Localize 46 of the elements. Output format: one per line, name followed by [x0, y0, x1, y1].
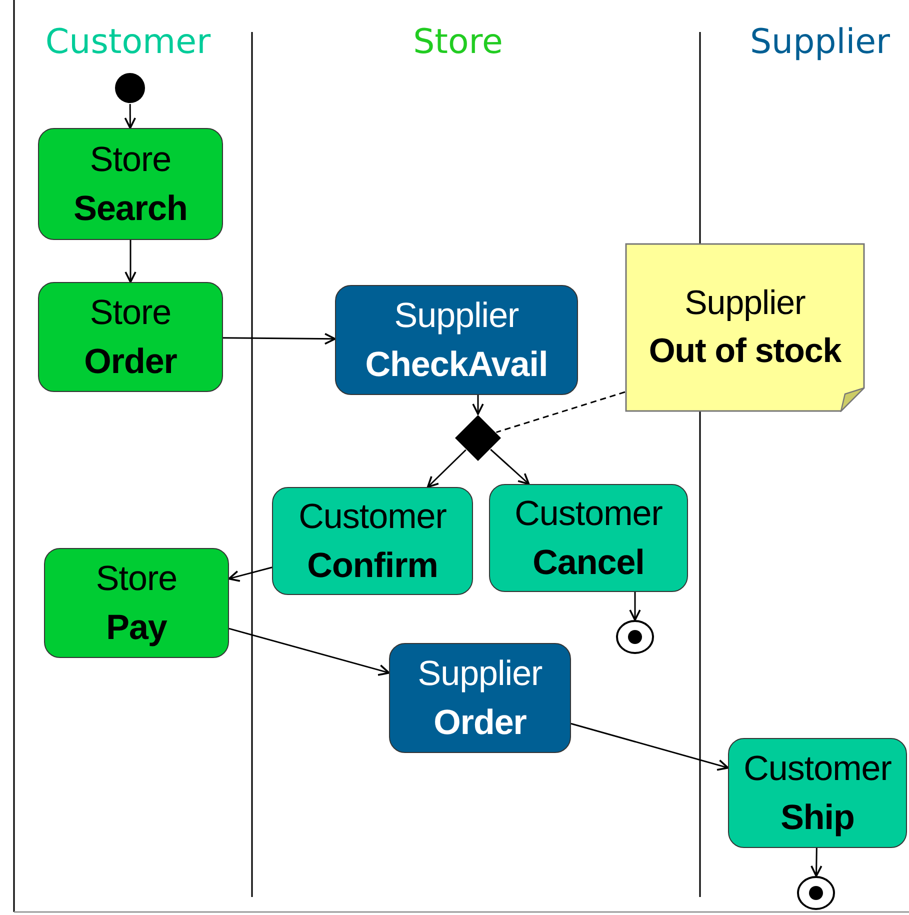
- arrow: [472, 395, 484, 415]
- actor-text: Store: [96, 558, 178, 600]
- start-node: [114, 72, 146, 104]
- actor-text: Supplier: [394, 295, 519, 337]
- arrow: [810, 848, 822, 877]
- arrow: [426, 449, 466, 488]
- note: [625, 243, 865, 412]
- action-text: CheckAvail: [365, 344, 548, 386]
- actor-text: Store: [90, 292, 172, 334]
- actor-text: Supplier: [418, 653, 542, 695]
- end-node: [797, 876, 835, 910]
- actor-text: Customer: [298, 496, 446, 538]
- arrow: [124, 104, 136, 129]
- arrow: [228, 628, 390, 676]
- action-box: [335, 285, 578, 395]
- action-text: Out of stock: [648, 330, 842, 372]
- actor-text: Customer: [744, 748, 892, 790]
- swimlane-title: Store: [413, 22, 503, 62]
- action-box: [272, 487, 473, 595]
- arrow: [490, 448, 530, 485]
- arrow: [228, 566, 272, 582]
- action-text: Cancel: [532, 542, 644, 584]
- end-node: [616, 620, 654, 654]
- action-text: Ship: [780, 797, 854, 839]
- arrow: [124, 240, 136, 283]
- action-text: Order: [434, 702, 526, 744]
- action-text: Search: [74, 188, 188, 230]
- action-box: [389, 643, 571, 753]
- action-box: [728, 738, 907, 848]
- actor-text: Supplier: [684, 282, 806, 324]
- decision-diamond: [454, 414, 502, 462]
- action-box: [44, 548, 229, 658]
- action-text: Confirm: [307, 545, 438, 587]
- arrow: [223, 332, 336, 345]
- connector-line: [496, 391, 626, 433]
- action-box: [38, 128, 223, 240]
- swimlane-title: Customer: [45, 22, 211, 62]
- swimlane-title: Supplier: [750, 22, 890, 62]
- arrow: [629, 592, 641, 621]
- action-text: Order: [84, 341, 177, 383]
- arrow: [570, 722, 729, 771]
- action-box: [489, 484, 688, 592]
- action-text: Pay: [106, 607, 167, 649]
- actor-text: Customer: [514, 493, 662, 535]
- actor-text: Store: [90, 139, 172, 181]
- action-box: [38, 282, 223, 392]
